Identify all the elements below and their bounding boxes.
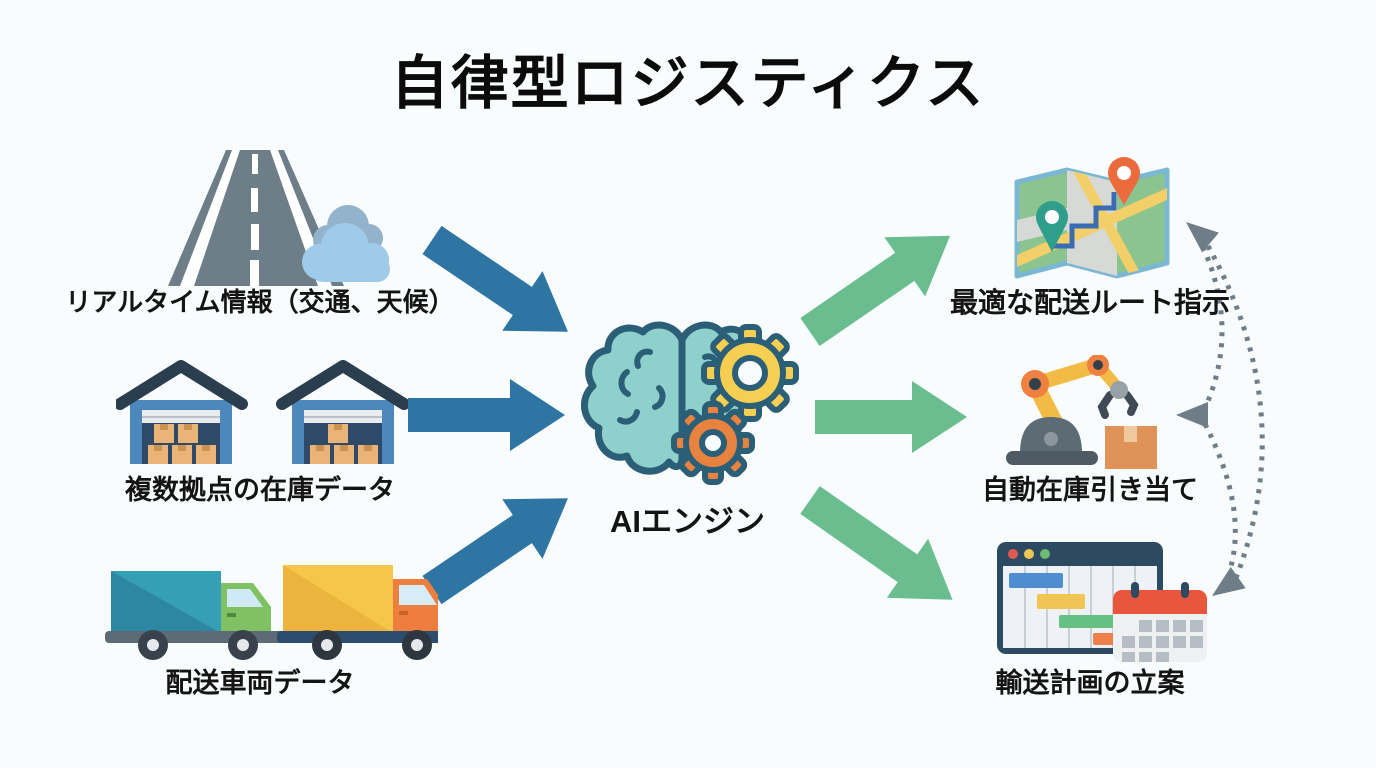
calendar-icon xyxy=(1113,582,1207,662)
feedback-arrowhead-top xyxy=(1186,222,1219,253)
gantt-calendar-icon xyxy=(997,542,1207,662)
input-label-realtime: リアルタイム情報（交通、天候） xyxy=(65,287,455,317)
feedback-curve-outer xyxy=(1205,244,1265,579)
brain-gears-icon xyxy=(581,321,799,485)
warehouse-icon xyxy=(116,360,248,464)
output-node-route xyxy=(1012,155,1172,300)
output-label-allocation: 自動在庫引き当て xyxy=(982,475,1198,505)
truck-yellow-icon xyxy=(277,565,438,660)
feedback-curve-upper xyxy=(1200,245,1225,410)
gantt-bar-green xyxy=(1059,615,1117,628)
truck-teal-icon xyxy=(105,571,285,660)
gear-orange-icon xyxy=(671,401,755,485)
output-arrow-planning xyxy=(800,486,953,600)
warehouses-icon xyxy=(116,360,408,464)
output-arrow-route xyxy=(800,235,951,347)
input-arrow-inventory xyxy=(408,379,565,451)
input-arrow-vehicle xyxy=(422,498,568,605)
output-label-planning: 輸送計画の立案 xyxy=(995,668,1185,698)
road-weather-icon xyxy=(168,150,390,286)
input-arrow-realtime xyxy=(422,225,568,332)
input-node-realtime xyxy=(148,148,403,288)
page-title: 自律型ロジスティクス xyxy=(390,51,986,116)
center-node-ai-engine xyxy=(575,312,800,492)
feedback-arrowhead-middle xyxy=(1176,402,1208,428)
map-pin-green-icon xyxy=(1036,201,1068,252)
input-node-vehicle xyxy=(103,553,438,661)
input-node-inventory xyxy=(116,360,408,475)
cloud-front-icon xyxy=(302,223,390,282)
trucks-icon xyxy=(105,565,438,660)
robot-arm xyxy=(1006,355,1139,465)
cardboard-box xyxy=(1105,426,1157,469)
output-arrow-allocation xyxy=(815,381,967,453)
map-road xyxy=(1072,170,1142,276)
gantt-bar-blue xyxy=(1009,573,1063,588)
map-route-icon xyxy=(1014,157,1170,279)
robot-arm-icon xyxy=(1006,355,1157,469)
route-line xyxy=(1054,192,1117,249)
input-label-inventory: 複数拠点の在庫データ xyxy=(125,475,395,505)
output-label-route: 最適な配送ルート指示 xyxy=(949,287,1230,318)
feedback-arrowhead-bottom xyxy=(1212,566,1246,596)
warehouse-icon xyxy=(276,360,408,464)
gripper-claw xyxy=(1097,391,1139,419)
gantt-bar-yellow xyxy=(1037,594,1085,609)
output-node-allocation xyxy=(998,355,1168,475)
input-label-vehicle: 配送車両データ xyxy=(165,668,355,698)
output-node-planning xyxy=(995,540,1210,665)
center-label-ai-engine: AIエンジン xyxy=(610,504,765,539)
gear-yellow-icon xyxy=(701,324,799,422)
map-pin-orange-icon xyxy=(1108,157,1140,205)
